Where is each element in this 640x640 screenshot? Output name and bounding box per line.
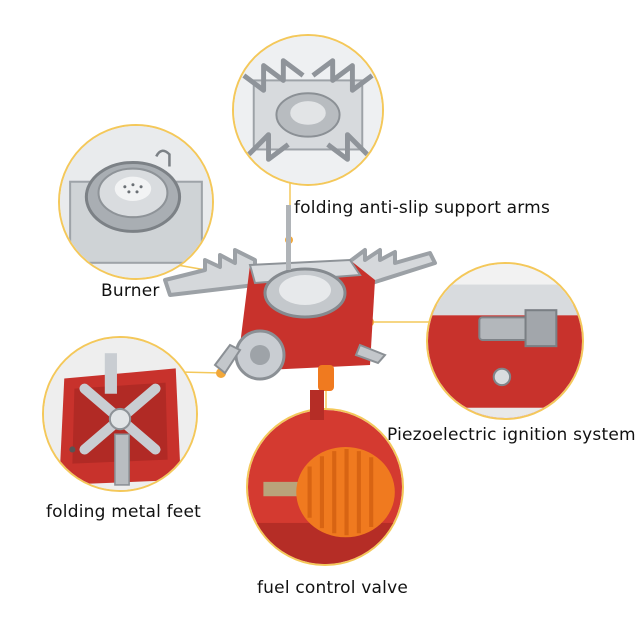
label-ignition: Piezoelectric ignition system bbox=[387, 425, 636, 445]
support-arms-detail-image bbox=[232, 34, 384, 186]
label-support-arms: folding anti-slip support arms bbox=[294, 198, 551, 218]
label-fuel-valve: fuel control valve bbox=[257, 578, 408, 598]
label-burner: Burner bbox=[101, 281, 160, 301]
label-folding-feet: folding metal feet bbox=[46, 502, 201, 522]
stove-main-image bbox=[163, 205, 437, 420]
ignition-detail-image bbox=[426, 262, 584, 420]
feet-detail-image bbox=[42, 336, 198, 492]
valve-detail-image bbox=[246, 408, 404, 566]
burner-detail-image bbox=[58, 124, 214, 280]
